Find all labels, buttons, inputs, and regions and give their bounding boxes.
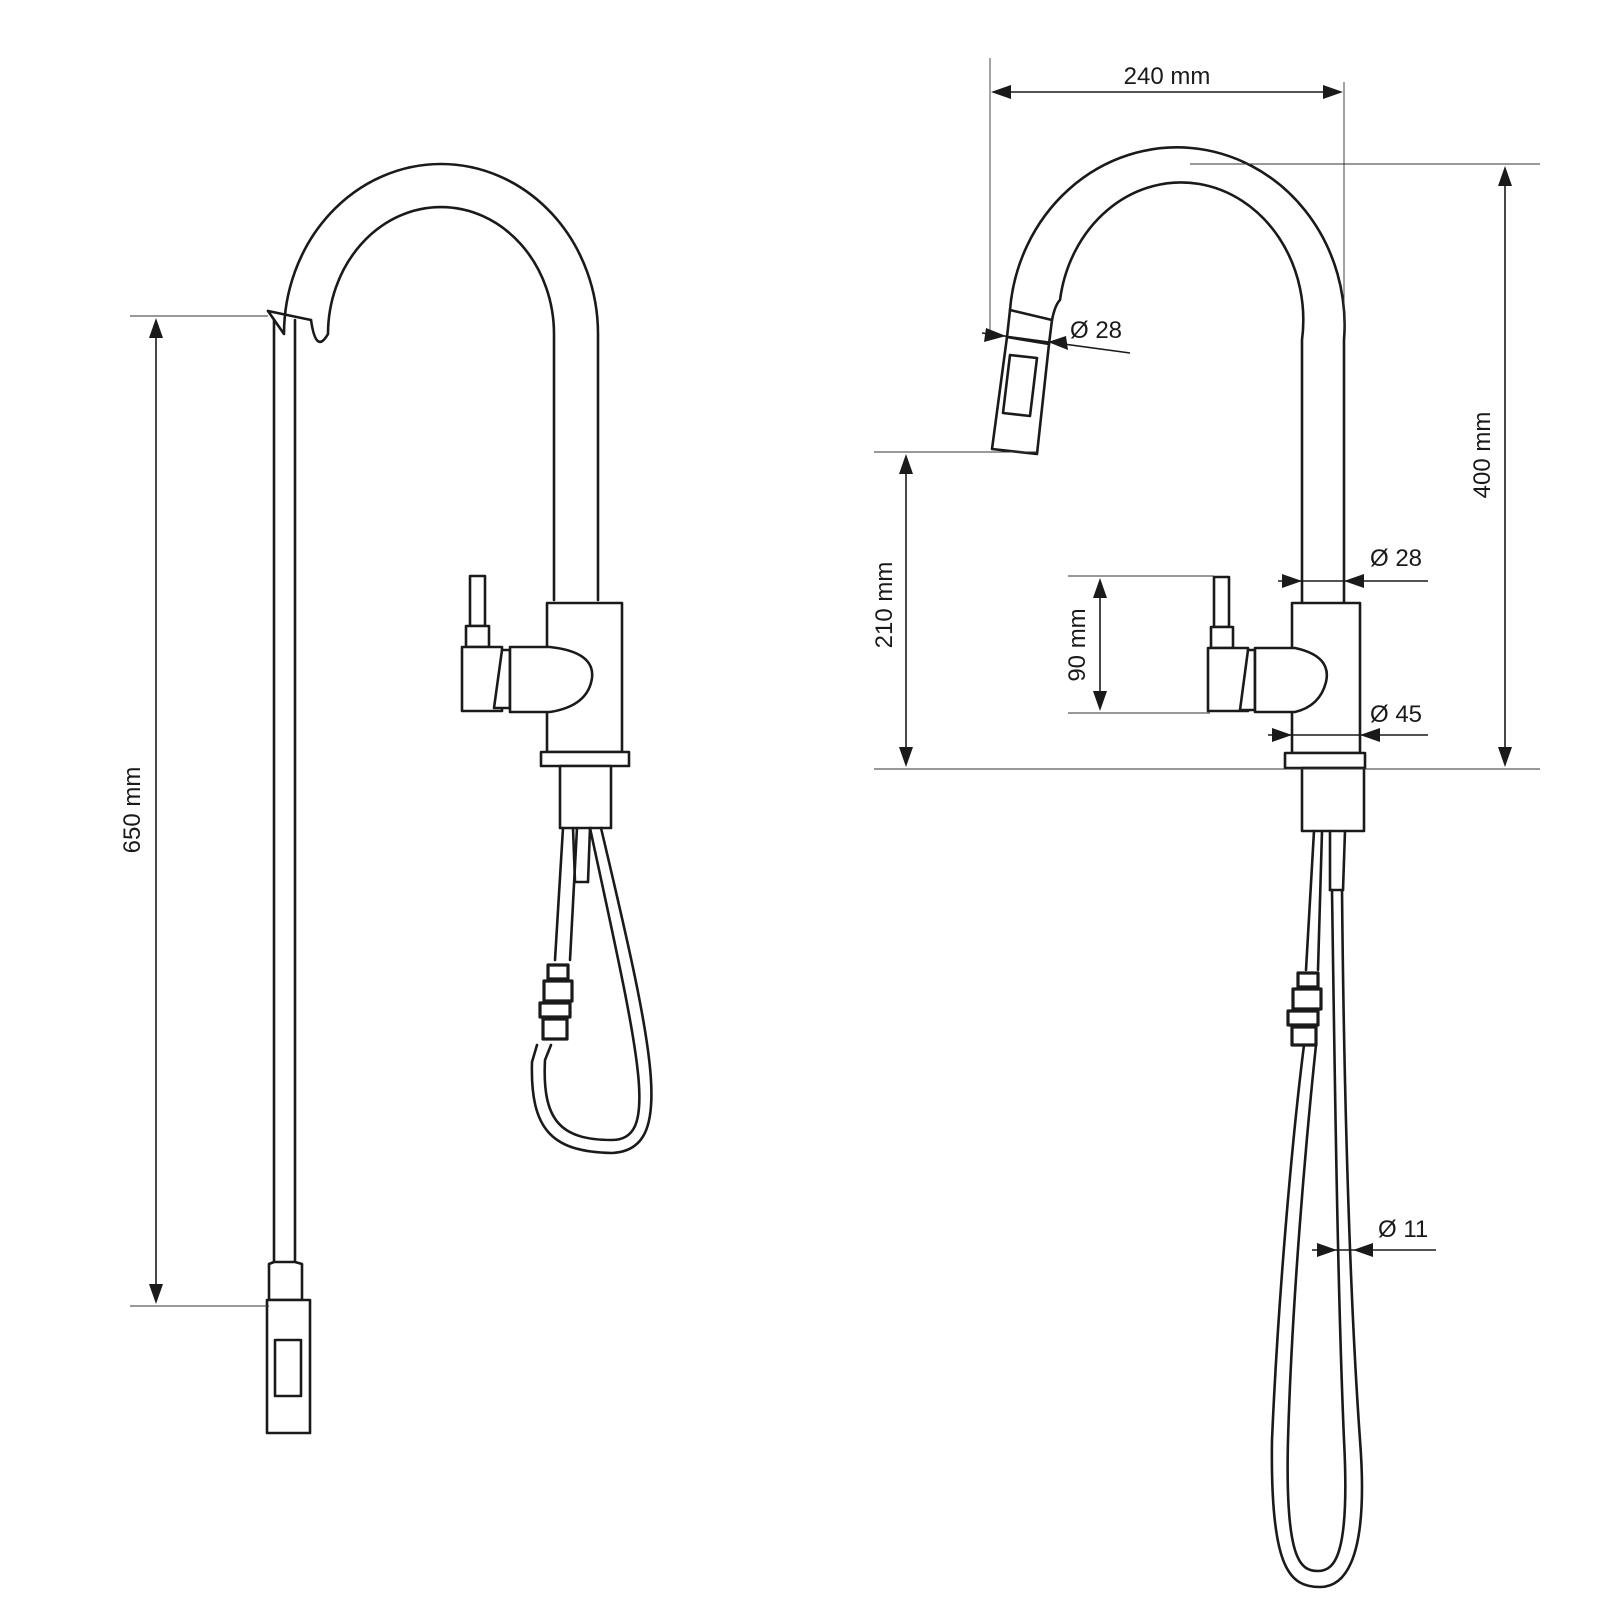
label-210mm: 210 mm [871,562,898,649]
spout-gooseneck-right [1008,145,1346,605]
spray-head-docked [990,308,1054,456]
label-400mm: 400 mm [1469,412,1496,499]
label-90mm: 90 mm [1064,608,1091,681]
faucet-body-right [1253,601,1367,833]
supply-hoses [530,826,653,1155]
label-240mm: 240 mm [1124,63,1211,90]
dimension-spout-height [874,163,1540,770]
dimension-spray-head-diameter [981,328,1131,354]
spray-head-bottom [265,1260,312,1435]
dimension-total-height [130,315,269,1307]
dimension-clearance [874,451,1037,767]
handle-lever [460,574,512,713]
handle-lever-right [1206,575,1257,713]
spout-gooseneck [266,162,600,602]
dimension-reach [989,58,1345,330]
faucet-pulled-out-view: 650 mm [119,162,653,1435]
dimension-handle-height [1068,575,1214,714]
label-hose-diameter: Ø 11 [1378,1216,1428,1243]
pull-out-hose-long [272,318,297,1264]
faucet-assembled-view: 240 mm 400 mm 210 mm 90 mm [871,58,1540,1589]
label-spout-diameter: Ø 28 [1370,545,1422,572]
pull-out-hose-right [1270,829,1364,1589]
faucet-body [508,601,631,830]
dimension-hose-diameter [1312,1243,1436,1257]
dimension-spout-diameter [1278,574,1428,588]
label-body-diameter: Ø 45 [1370,701,1422,728]
label-650mm: 650 mm [119,767,146,854]
dimension-body-diameter [1268,728,1428,742]
label-spray-head-diameter: Ø 28 [1070,317,1122,344]
